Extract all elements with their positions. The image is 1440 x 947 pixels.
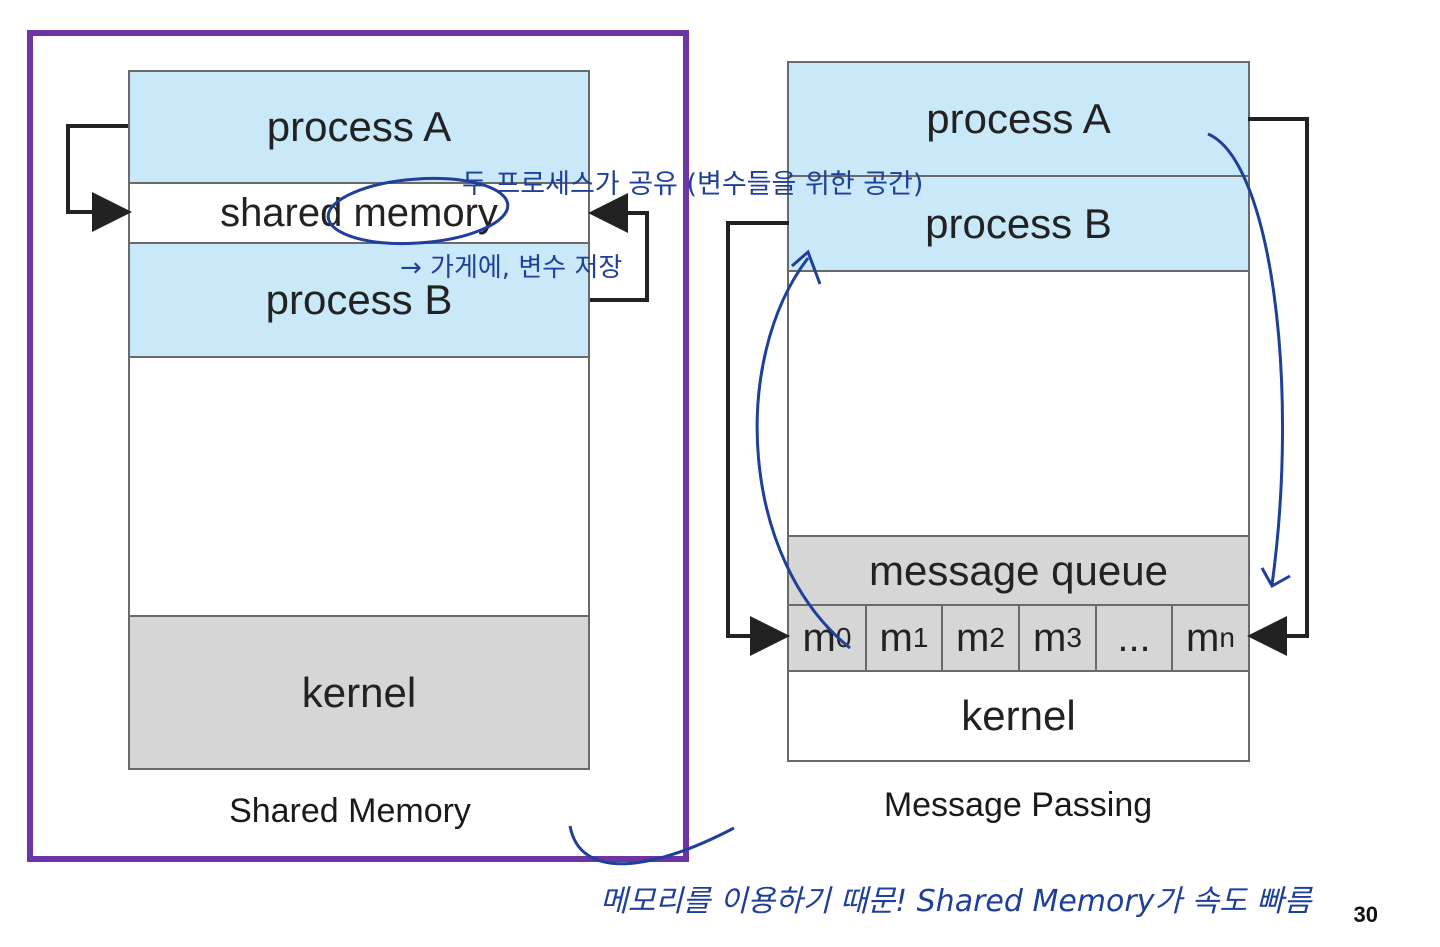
- shared-kernel-label: kernel: [301, 668, 417, 716]
- queue-cell-m3-sub: 3: [1066, 622, 1082, 653]
- queue-cell-mn-label: m: [1186, 615, 1220, 660]
- queue-cell-ellipsis: ...: [1095, 606, 1171, 670]
- page-number: 30: [1354, 902, 1378, 928]
- divider: [130, 242, 588, 244]
- divider: [789, 270, 1248, 272]
- ink-swoosh-bottom: [568, 825, 735, 866]
- mp-kernel-label: kernel: [961, 692, 1076, 739]
- mp-process-b-label: process B: [925, 199, 1112, 247]
- shared-process-a: process A: [130, 72, 588, 182]
- divider: [789, 670, 1248, 672]
- arrow-b-to-shared: [588, 193, 649, 302]
- mp-process-a-label: process A: [926, 95, 1111, 142]
- shared-memory-caption: Shared Memory: [150, 792, 550, 831]
- message-queue-label: message queue: [869, 546, 1168, 594]
- mp-process-a: process A: [789, 63, 1248, 175]
- queue-cell-m2-sub: 2: [989, 622, 1005, 653]
- handwritten-note-bottom: 메모리를 이용하기 때문! Shared Memory가 속도 빠름: [600, 876, 1312, 920]
- divider: [789, 175, 1248, 177]
- divider: [789, 604, 1248, 606]
- divider: [130, 356, 588, 358]
- page-number-text: 30: [1353, 902, 1378, 927]
- divider: [130, 615, 588, 617]
- queue-cell-m1-sub: 1: [912, 622, 929, 653]
- shared-process-a-label: process A: [266, 103, 452, 150]
- shared-memory-highlight: [27, 30, 689, 862]
- mp-kernel: kernel: [789, 672, 1248, 760]
- handwritten-note-mid-text: → 가게에, 변수 저장: [400, 253, 623, 283]
- queue-cell-mn-sub: n: [1219, 622, 1235, 653]
- queue-cell-m0-label: m: [802, 615, 836, 660]
- arrow-a-to-mn: [1247, 117, 1309, 656]
- handwritten-note-top: 두 프로세스가 공유 (변수들을 위한 공간): [462, 162, 923, 201]
- message-queue: message queue: [789, 537, 1248, 604]
- shared-memory-label: shared memory: [220, 190, 498, 235]
- handwritten-note-mid: → 가게에, 변수 저장: [400, 247, 622, 284]
- ink-arrowhead-left: [791, 249, 822, 285]
- queue-cell-m3-label: m: [1033, 615, 1067, 660]
- ink-curve-right: [1207, 132, 1285, 586]
- queue-cell-m1-label: m: [879, 615, 913, 660]
- handwritten-note-bottom-text: 메모리를 이용하기 때문! Shared Memory가 속도 빠름: [600, 884, 1312, 919]
- divider: [130, 182, 588, 184]
- mp-process-b: process B: [789, 177, 1248, 270]
- ink-arrowhead-right: [1260, 567, 1291, 589]
- message-passing-caption: Message Passing: [818, 786, 1218, 825]
- shared-kernel: kernel: [130, 617, 588, 768]
- queue-cell-ellipsis-label: ...: [1117, 615, 1151, 660]
- shared-process-b-label: process B: [265, 276, 453, 323]
- handwritten-note-top-text: 두 프로세스가 공유 (변수들을 위한 공간): [462, 169, 924, 200]
- ink-circle-memory: [326, 176, 510, 246]
- ink-curve-left: [755, 257, 851, 650]
- divider: [789, 535, 1248, 537]
- arrow-a-to-shared: [66, 124, 132, 232]
- shared-memory-caption-text: Shared Memory: [229, 792, 471, 830]
- shared-process-b: process B: [130, 244, 588, 356]
- shared-memory-region: shared memory: [130, 184, 588, 242]
- arrow-b-to-m0: [726, 221, 790, 656]
- message-passing-caption-text: Message Passing: [883, 786, 1153, 824]
- queue-cell-m2-label: m: [956, 615, 990, 660]
